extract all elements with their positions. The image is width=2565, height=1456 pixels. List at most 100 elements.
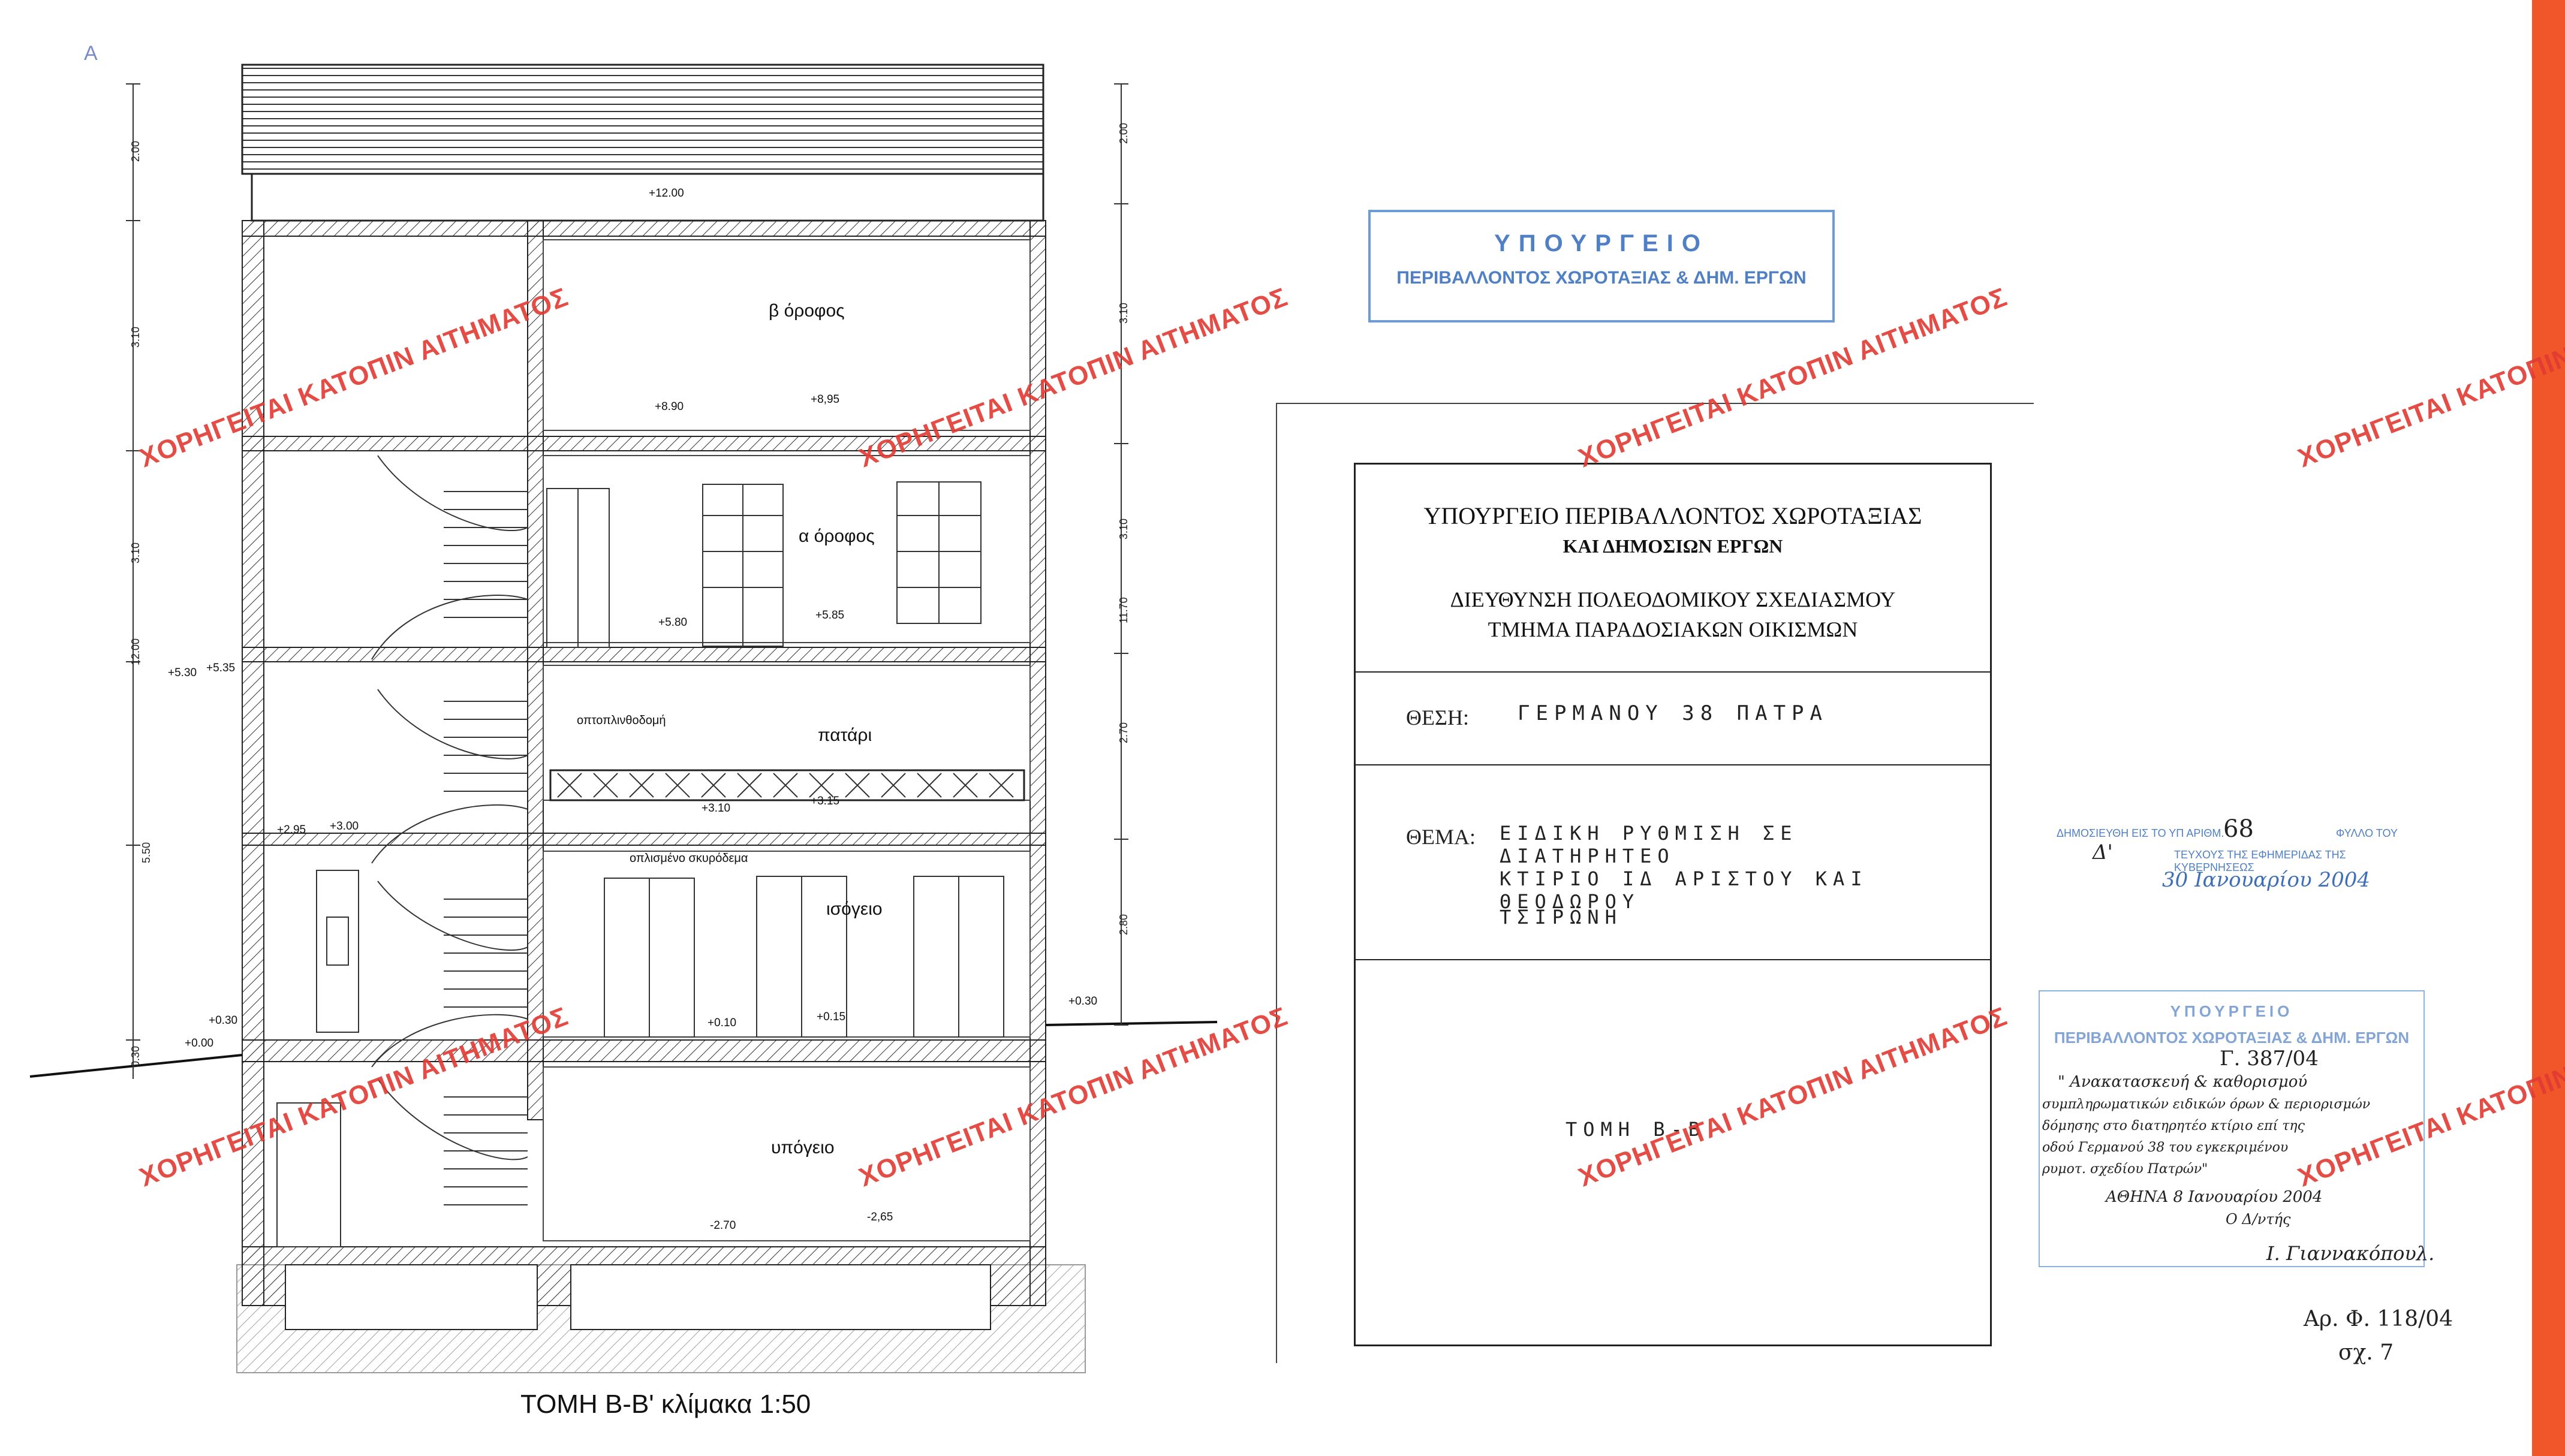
railing-crosses — [557, 773, 1014, 798]
room-outline — [543, 455, 1031, 643]
approval-text: δόμησης στο διατηρητέο κτίριο επί της — [2042, 1119, 2305, 1134]
file-ref: σχ. 7 — [2338, 1340, 2394, 1365]
stamp-line: ΠΕΡΙΒΑΛΛΟΝΤΟΣ ΧΩΡΟΤΑΞΙΑΣ & ΔΗΜ. ΕΡΓΩΝ — [1396, 268, 1807, 288]
level-mark: +3.10 — [702, 802, 730, 815]
subject-line: ΤΣΙΡΩΝΗ — [1500, 906, 1622, 929]
slab — [242, 436, 1046, 451]
door-elevation — [276, 870, 1004, 1247]
gazette-issue-line: ΤΕΥΧΟΥΣ ΤΗΣ ΕΦΗΜΕΡΙΔΑΣ ΤΗΣ ΚΥΒΕΡΝΗΣΕΩΣ — [2174, 849, 2346, 873]
level-mark: +8.90 — [655, 400, 684, 413]
room-label: α όροφος — [799, 526, 875, 546]
dim-label: 2.80 — [1118, 914, 1130, 935]
gazette-prefix: ΔΗΜΟΣΙΕΥΘΗ ΕΙΣ ΤΟ ΥΠ ΑΡΙΘΜ. — [2057, 827, 2224, 839]
basement-void — [570, 1264, 991, 1330]
slab — [242, 647, 1046, 662]
location-value: ΓΕΡΜΑΝΟΥ 38 ΠΑΤΡΑ — [1518, 701, 1828, 725]
approval-text: συμπληρωματικών ειδικών όρων & περιορισμ… — [2042, 1097, 2371, 1112]
dim-label: 5.50 — [140, 842, 152, 863]
directorate-title: ΔΙΕΥΘΥΝΣΗ ΠΟΛΕΟΔΟΜΙΚΟΥ ΣΧΕΔΙΑΣΜΟΥ — [1450, 587, 1896, 611]
mid-wall — [527, 220, 544, 1120]
sheet-edge-strip — [2532, 0, 2565, 1456]
level-mark: +8,95 — [811, 393, 839, 406]
ministry-title: ΥΠΟΥΡΓΕΙΟ ΠΕΡΙΒΑΛΛΟΝΤΟΣ ΧΩΡΟΤΑΞΙΑΣ — [1423, 502, 1922, 529]
subject-row: ΘΕΜΑ: ΕΙΔΙΚΗ ΡΥΘΜΙΣΗ ΣΕ ΔΙΑΤΗΡΗΤΕΟ ΚΤΙΡΙ… — [1356, 764, 1990, 960]
approval-text: ρυμοτ. σχεδίου Πατρών" — [2042, 1162, 2208, 1177]
right-dimension-chain — [1114, 83, 1128, 1026]
level-mark: +0.00 — [185, 1037, 213, 1050]
dim-label: 3.10 — [130, 327, 142, 348]
ground-line — [1045, 1021, 1218, 1026]
gazette-issue: Δ' — [2093, 840, 2113, 864]
level-mark: +12.00 — [649, 187, 684, 200]
location-label: ΘΕΣΗ: — [1406, 706, 1469, 729]
title-block: ΥΠΟΥΡΓΕΙΟ ΠΕΡΙΒΑΛΛΟΝΤΟΣ ΧΩΡΟΤΑΞΙΑΣ ΚΑΙ Δ… — [1354, 463, 1992, 1346]
subject-line: ΕΙΔΙΚΗ ΡΥΘΜΙΣΗ ΣΕ ΔΙΑΤΗΡΗΤΕΟ — [1500, 822, 1798, 867]
approval-stamp: ΥΠΟΥΡΓΕΙΟ ΠΕΡΙΒΑΛΛΟΝΤΟΣ ΧΩΡΟΤΑΞΙΑΣ & ΔΗΜ… — [2039, 990, 2425, 1267]
level-mark: +5.35 — [206, 662, 235, 674]
room-outline — [543, 665, 1031, 801]
level-mark: +0.30 — [1068, 995, 1097, 1008]
roof-eave — [251, 173, 1044, 222]
level-mark: +5.80 — [658, 616, 687, 629]
level-mark: +0.15 — [817, 1011, 845, 1023]
approval-role: Ο Δ/ντής — [2226, 1211, 2291, 1228]
stamp-line: ΠΕΡΙΒΑΛΛΟΝΤΟΣ ΧΩΡΟΤΑΞΙΑΣ & ΔΗΜ. ΕΡΓΩΝ — [2054, 1029, 2410, 1047]
watermark: ΧΟΡΗΓΕΙΤΑΙ ΚΑΤΟΠΙΝ ΑΙΤΗΜΑΤΟΣ — [2294, 282, 2565, 474]
dim-label: 11.70 — [1118, 597, 1130, 623]
ministry-stamp: ΥΠΟΥΡΓΕΙΟ ΠΕΡΙΒΑΛΛΟΝΤΟΣ ΧΩΡΟΤΑΞΙΑΣ & ΔΗΜ… — [1368, 210, 1835, 322]
title-block-header: ΥΠΟΥΡΓΕΙΟ ΠΕΡΙΒΑΛΛΟΝΤΟΣ ΧΩΡΟΤΑΞΙΑΣ ΚΑΙ Δ… — [1356, 465, 1990, 673]
subject-label: ΘΕΜΑ: — [1406, 825, 1476, 849]
room-label: πατάρι — [818, 725, 872, 745]
left-wall — [242, 220, 264, 1306]
gazette-date: 30 Ιανουαρίου 2004 — [2162, 868, 2371, 892]
roof — [241, 64, 1044, 175]
level-mark: +3.00 — [330, 820, 359, 833]
slab — [242, 1039, 1046, 1062]
level-mark: -2,65 — [867, 1211, 893, 1223]
staircase — [371, 455, 528, 1205]
dim-label: 3.10 — [1118, 303, 1130, 324]
room-label: υπόγειο — [771, 1138, 835, 1157]
door-elevation — [546, 481, 982, 648]
slab — [242, 833, 1046, 846]
signature: Ι. Γιαννακόπουλ. — [2266, 1242, 2435, 1265]
dim-label: 0.30 — [130, 1046, 142, 1067]
level-mark: +2.95 — [277, 824, 306, 836]
room-outline — [543, 851, 1031, 1038]
basement-void — [285, 1264, 538, 1330]
ministry-subtitle: ΚΑΙ ΔΗΜΟΣΙΩΝ ΕΡΓΩΝ — [1563, 535, 1783, 557]
file-ref: Αρ. Φ. 118/04 — [2304, 1307, 2453, 1331]
gazette-number: 68 — [2223, 815, 2254, 843]
drawing-name: ΤΟΜΗ Β-Β — [1566, 1118, 1706, 1141]
approval-text: " Ανακατασκευή & καθορισμού — [2058, 1073, 2308, 1091]
level-mark: -2.70 — [710, 1219, 736, 1232]
approval-date: ΑΘΗΝΑ 8 Ιανουαρίου 2004 — [2106, 1188, 2323, 1206]
level-mark: +3.15 — [811, 795, 839, 807]
mezzanine-railing — [549, 769, 1025, 801]
title-block-frame — [1276, 403, 2034, 1363]
dim-label: 12.00 — [130, 638, 142, 665]
ground-line — [29, 1054, 243, 1078]
dim-label: 3.10 — [130, 542, 142, 563]
dim-label: 2.70 — [1118, 722, 1130, 743]
material-note: οπτοπλινθοδομή — [577, 714, 666, 727]
level-mark: +0.30 — [209, 1014, 237, 1027]
dim-label: 2.00 — [130, 141, 142, 162]
slab — [242, 220, 1046, 237]
level-mark: +0.10 — [708, 1017, 736, 1029]
level-mark: +5.85 — [815, 609, 844, 622]
right-wall — [1029, 220, 1046, 1306]
room-outline — [543, 239, 1031, 431]
subject-line: ΚΤΙΡΙΟ ΙΔ ΑΡΙΣΤΟΥ ΚΑΙ ΘΕΟΔΩΡΟΥ — [1500, 867, 1868, 913]
stamp-line: ΥΠΟΥΡΓΕΙΟ — [1494, 230, 1709, 257]
dim-label: 3.10 — [1118, 519, 1130, 539]
level-mark: +5.30 — [168, 667, 197, 679]
room-label: β όροφος — [769, 301, 845, 321]
page-letter: A — [84, 42, 98, 65]
gazette-stamp: ΔΗΜΟΣΙΕΥΘΗ ΕΙΣ ΤΟ ΥΠ ΑΡΙΘΜ. 68 ΦΥΛΛΟ ΤΟΥ… — [2057, 815, 2428, 905]
room-label: ισόγειο — [826, 899, 883, 919]
gazette-suffix: ΦΥΛΛΟ ΤΟΥ — [2336, 827, 2398, 839]
section-caption: ΤΟΜΗ Β-Β' κλίμακα 1:50 — [520, 1389, 811, 1419]
stamp-line: ΥΠΟΥΡΓΕΙΟ — [2170, 1002, 2293, 1020]
